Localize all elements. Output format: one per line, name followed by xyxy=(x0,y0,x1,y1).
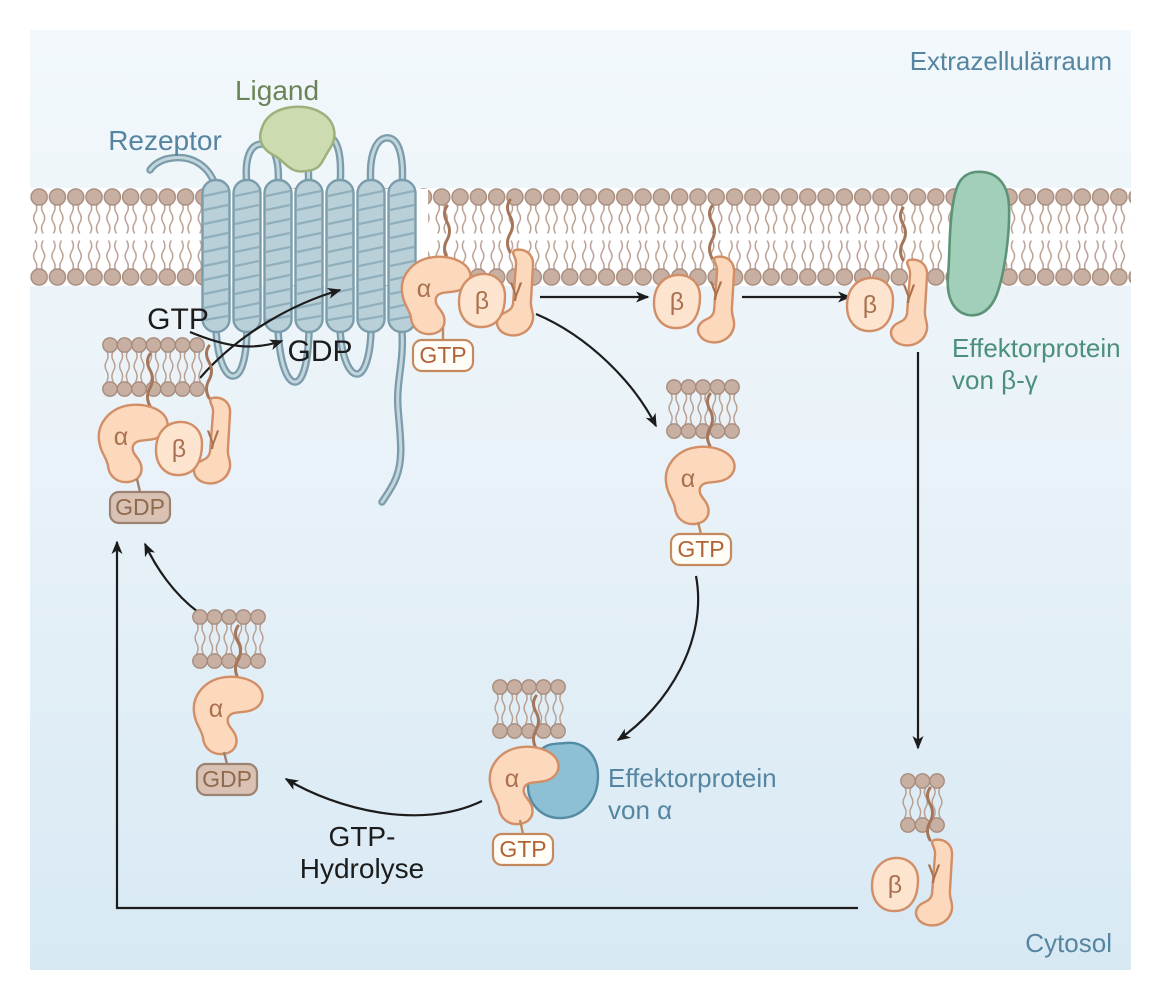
arrow-betagamma-return xyxy=(111,540,858,910)
alpha-label: α xyxy=(417,275,431,303)
gamma-label: γ xyxy=(510,274,523,302)
arrow-gtp-hydrolysis xyxy=(284,778,483,817)
alpha-label: α xyxy=(114,423,128,451)
alpha-label: α xyxy=(505,765,519,793)
alpha-label: α xyxy=(681,465,695,493)
gamma-label: γ xyxy=(903,276,916,304)
alpha-label: α xyxy=(209,695,223,723)
gtp-free-label: GTP xyxy=(147,303,209,336)
beta-label: β xyxy=(888,871,902,899)
helix-6 xyxy=(356,178,386,334)
gtp-box-alpha-effector xyxy=(491,832,555,867)
arrow-alpha-to-effector xyxy=(616,575,700,741)
effector-beta-gamma-label-line2: von β-γ xyxy=(952,365,1038,395)
gtp-hydrolysis-label-line1: GTP- xyxy=(329,821,396,852)
beta-label: β xyxy=(475,287,489,315)
helix-3 xyxy=(263,178,293,334)
effector-alpha-label-line2: von α xyxy=(608,795,672,825)
cycle-arrows xyxy=(111,288,924,910)
gamma-label: γ xyxy=(928,856,941,884)
receptor-label: Rezeptor xyxy=(108,125,222,156)
helix-2 xyxy=(232,178,262,334)
alpha-subunit-gdp: GDP α xyxy=(192,610,265,797)
gtp-label: GTP xyxy=(499,836,546,862)
beta-gamma-dimer-free: β γ xyxy=(654,204,734,342)
ligand-molecule xyxy=(258,105,336,173)
receptor-gpcr xyxy=(146,105,417,506)
cell-background xyxy=(30,30,1131,970)
alpha-subunit-gtp: GTP α xyxy=(664,380,739,567)
gdp-label: GDP xyxy=(115,494,165,520)
effector-beta-gamma-label-line1: Effektorprotein xyxy=(952,333,1121,363)
gamma-label: γ xyxy=(710,273,723,301)
g-protein-trimer-active: GTP α β γ xyxy=(402,198,533,373)
gtp-label: GTP xyxy=(419,342,466,368)
helix-4 xyxy=(294,178,324,334)
beta-gamma-dimer-bottom: β γ xyxy=(872,774,952,926)
gtp-box-free-alpha xyxy=(669,532,733,567)
beta-label: β xyxy=(670,288,684,316)
cytosol-label: Cytosol xyxy=(1025,928,1112,958)
beta-label: β xyxy=(863,291,877,319)
extracellular-label: Extrazellulärraum xyxy=(910,46,1112,76)
gtp-hydrolysis-label-line2: Hydrolyse xyxy=(300,853,424,884)
beta-label: β xyxy=(172,435,186,463)
gdp-box-inactive-trimer xyxy=(108,490,172,525)
alpha-with-effector: GTP α xyxy=(488,680,600,867)
effector-alpha-label-line1: Effektorprotein xyxy=(608,763,777,793)
arrow-alpha-gdp-return xyxy=(144,542,199,613)
gtp-label: GTP xyxy=(677,536,724,562)
gdp-label: GDP xyxy=(202,766,252,792)
gdp-box-free-alpha xyxy=(195,762,259,797)
ligand-label: Ligand xyxy=(235,75,319,106)
arrow-gdp-release xyxy=(189,330,284,351)
arrow-gtp-exchange xyxy=(199,288,342,379)
gtp-box-active-trimer xyxy=(411,338,475,373)
g-protein-trimer-inactive: GDP α β γ xyxy=(99,338,230,525)
helix-5 xyxy=(325,178,355,334)
gdp-free-label: GDP xyxy=(287,335,352,368)
beta-gamma-dimer-at-effector: β γ xyxy=(847,206,927,345)
arrow-trimer-to-alpha xyxy=(535,312,657,428)
gamma-label: γ xyxy=(207,422,220,450)
